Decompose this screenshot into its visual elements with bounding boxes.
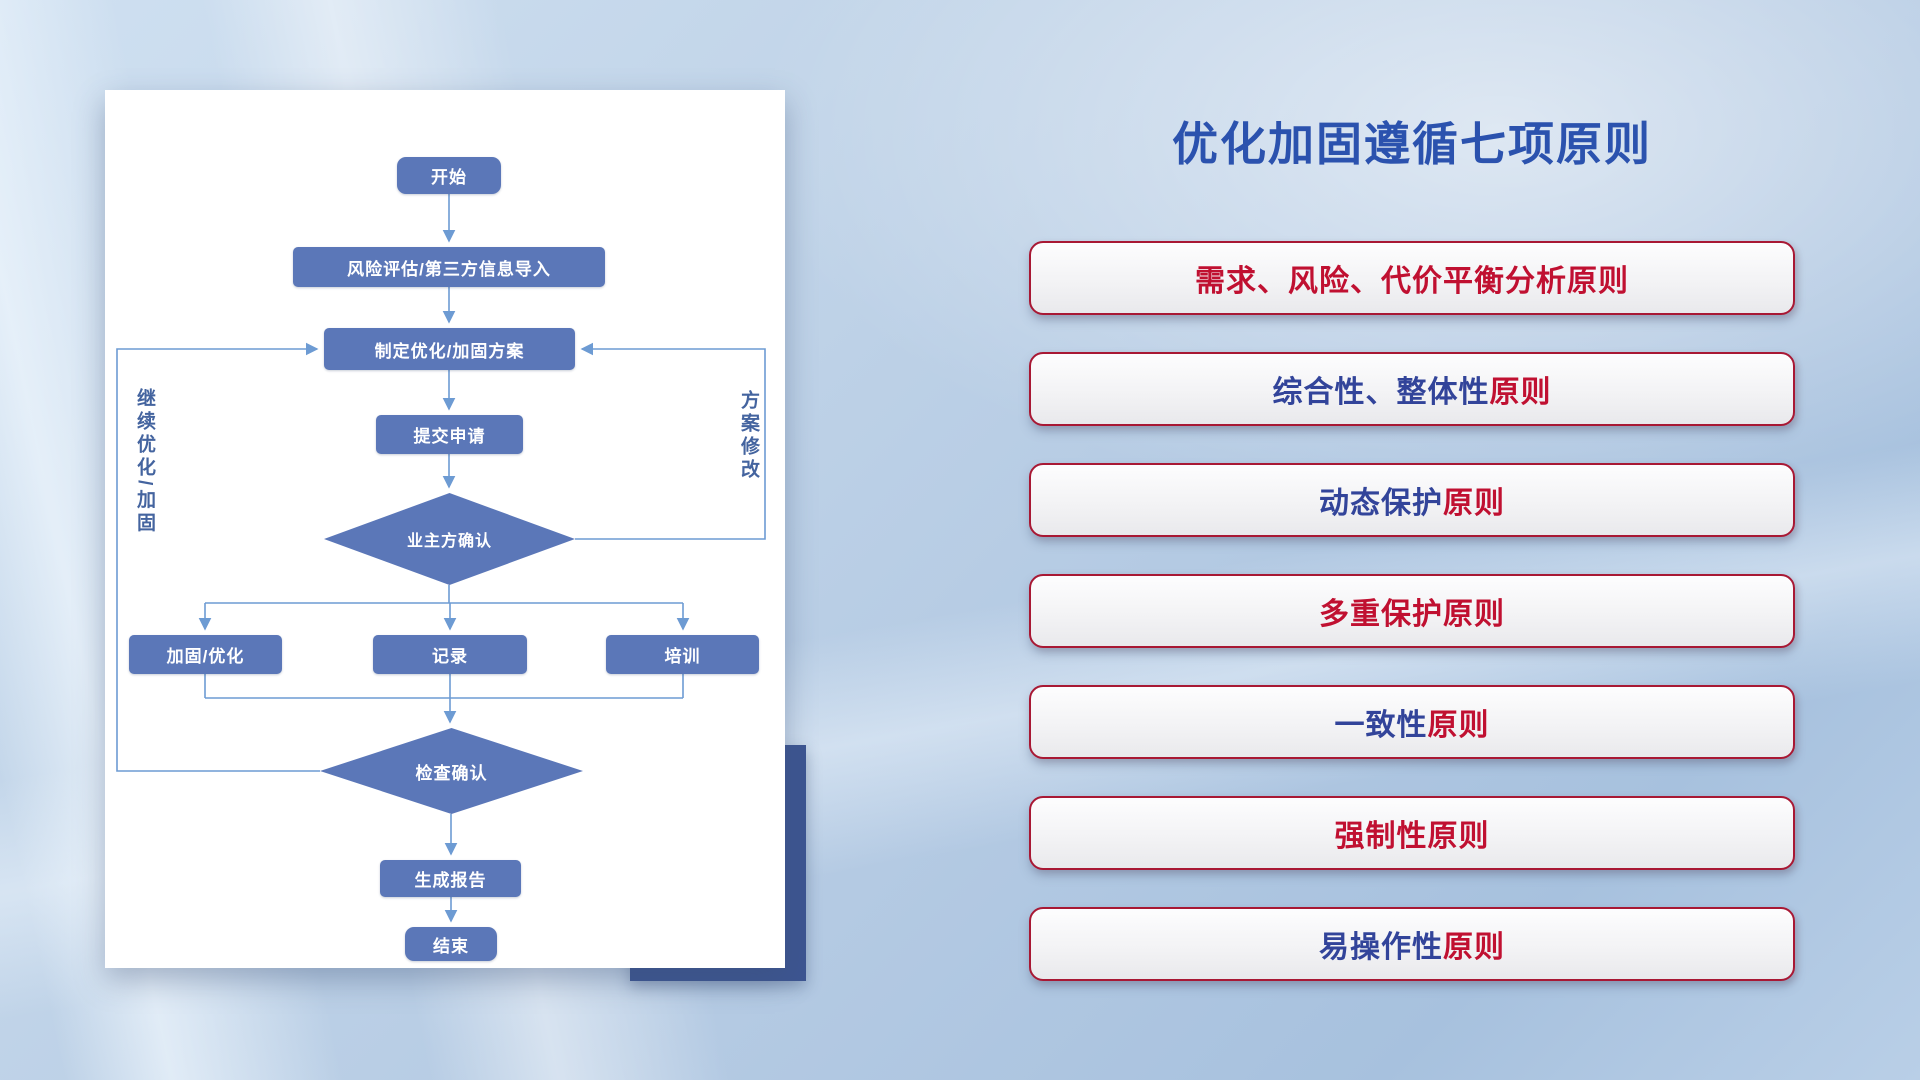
- flow-node-owner-confirm: 业主方确认: [324, 493, 575, 585]
- flow-node-training: 培训: [606, 635, 759, 674]
- flow-node-submit: 提交申请: [376, 415, 523, 454]
- flow-node-risk-import: 风险评估/第三方信息导入: [293, 247, 605, 287]
- principle-text-segment: 一致性: [1334, 709, 1428, 742]
- principles-title: 优化加固遵循七项原则: [1172, 118, 1652, 170]
- flow-node-reinforce: 加固/优化: [129, 635, 282, 674]
- principles-list: 需求、风险、代价平衡分析原则综合性、整体性原则动态保护原则多重保护原则一致性原则…: [1029, 241, 1795, 981]
- principle-text-segment: 多重保护原则: [1319, 598, 1505, 631]
- loop-label-continue-optimize: 继续优化/加固: [134, 388, 155, 536]
- principle-text-segment: 原则: [1427, 709, 1490, 742]
- flowchart-panel: 开始 风险评估/第三方信息导入 制定优化/加固方案 提交申请 业主方确认 加固/…: [105, 90, 785, 968]
- flow-node-end: 结束: [405, 927, 497, 961]
- principle-box: 多重保护原则: [1029, 574, 1795, 648]
- principle-text-segment: 原则: [1443, 931, 1505, 964]
- flow-node-check-confirm: 检查确认: [320, 728, 583, 814]
- flow-node-start: 开始: [397, 157, 501, 194]
- principle-text-segment: 原则: [1489, 376, 1552, 409]
- principle-box: 强制性原则: [1029, 796, 1795, 870]
- principle-text-segment: 综合性、整体性: [1272, 376, 1490, 409]
- flow-node-record: 记录: [373, 635, 527, 674]
- flow-node-make-plan: 制定优化/加固方案: [324, 328, 575, 370]
- principle-box: 动态保护原则: [1029, 463, 1795, 537]
- principle-box: 需求、风险、代价平衡分析原则: [1029, 241, 1795, 315]
- loop-label-plan-revision: 方案修改: [738, 390, 759, 482]
- principle-text-segment: 原则: [1443, 487, 1505, 520]
- principle-text-segment: 动态保护: [1319, 487, 1443, 520]
- principle-text-segment: 需求、风险、代价平衡分析原则: [1195, 265, 1629, 298]
- principle-box: 综合性、整体性原则: [1029, 352, 1795, 426]
- principle-box: 一致性原则: [1029, 685, 1795, 759]
- flow-node-report: 生成报告: [380, 860, 521, 897]
- principle-box: 易操作性原则: [1029, 907, 1795, 981]
- principle-text-segment: 强制性原则: [1334, 820, 1490, 853]
- principle-text-segment: 易操作性: [1319, 931, 1443, 964]
